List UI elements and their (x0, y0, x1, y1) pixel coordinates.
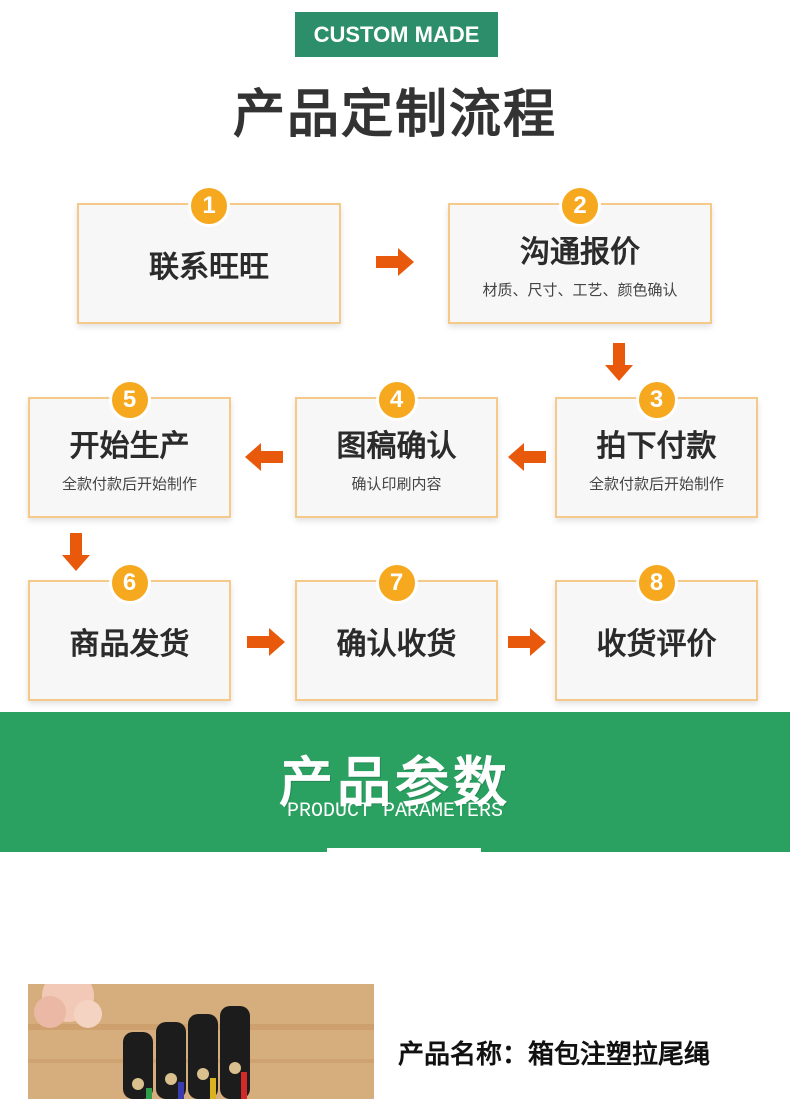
arrow-right-icon (247, 628, 285, 656)
step-6-card: 6 商品发货 (28, 580, 231, 701)
banner-divider (327, 848, 481, 852)
banner-subtitle: PRODUCT PARAMETERS (0, 800, 790, 823)
step-8-card: 8 收货评价 (555, 580, 758, 701)
step-title: 沟通报价 (520, 227, 640, 271)
step-number-badge: 6 (109, 562, 151, 604)
step-subtitle: 全款付款后开始制作 (62, 473, 197, 494)
step-title: 商品发货 (70, 619, 190, 663)
arrow-left-icon (245, 443, 283, 471)
step-title: 收货评价 (597, 619, 717, 663)
step-5-card: 5 开始生产 全款付款后开始制作 (28, 397, 231, 518)
arrow-left-icon (508, 443, 546, 471)
step-4-card: 4 图稿确认 确认印刷内容 (295, 397, 498, 518)
step-number-badge: 4 (376, 379, 418, 421)
step-title: 图稿确认 (337, 421, 457, 465)
arrow-right-icon (376, 248, 414, 276)
product-photo (28, 984, 374, 1099)
step-title: 联系旺旺 (149, 242, 269, 286)
step-subtitle: 确认印刷内容 (351, 473, 441, 494)
step-number-badge: 2 (559, 185, 601, 227)
step-subtitle: 材质、尺寸、工艺、颜色确认 (482, 279, 677, 300)
step-1-card: 1 联系旺旺 (77, 203, 341, 324)
step-title: 确认收货 (337, 619, 457, 663)
step-number-badge: 1 (188, 185, 230, 227)
arrow-down-icon (605, 343, 633, 381)
arrow-down-icon (62, 533, 90, 571)
step-3-card: 3 拍下付款 全款付款后开始制作 (555, 397, 758, 518)
product-name: 产品名称：箱包注塑拉尾绳 (398, 1034, 710, 1071)
step-number-badge: 3 (636, 379, 678, 421)
step-number-badge: 5 (109, 379, 151, 421)
page-title: 产品定制流程 (0, 72, 790, 147)
step-title: 拍下付款 (597, 421, 717, 465)
step-number-badge: 8 (636, 562, 678, 604)
step-subtitle: 全款付款后开始制作 (589, 473, 724, 494)
step-number-badge: 7 (376, 562, 418, 604)
step-2-card: 2 沟通报价 材质、尺寸、工艺、颜色确认 (448, 203, 712, 324)
arrow-right-icon (508, 628, 546, 656)
custom-made-badge: CUSTOM MADE (295, 12, 498, 57)
step-title: 开始生产 (70, 421, 190, 465)
step-7-card: 7 确认收货 (295, 580, 498, 701)
